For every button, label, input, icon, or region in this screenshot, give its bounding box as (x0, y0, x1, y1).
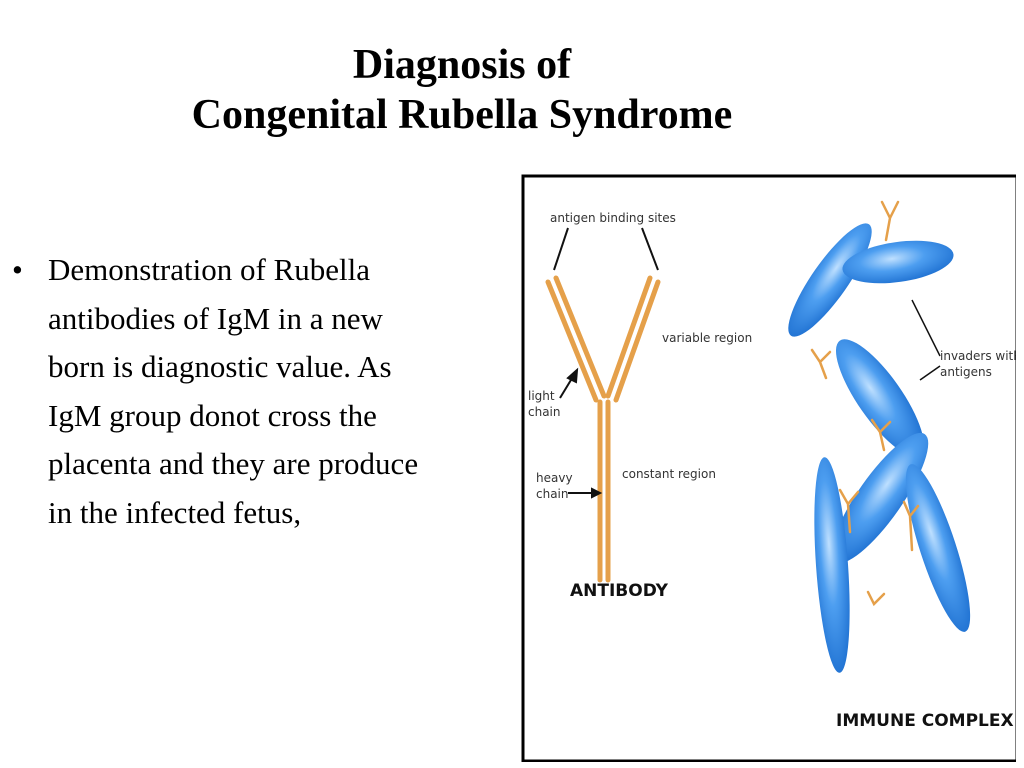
immune-complex-shape (788, 223, 971, 673)
immune-complex-caption: IMMUNE COMPLEX (836, 711, 1014, 731)
antibody-caption: ANTIBODY (570, 581, 669, 601)
heavy-chain-label-2: chain (536, 487, 569, 501)
constant-region-label: constant region (622, 467, 716, 481)
light-chain-label: light (528, 389, 555, 403)
antibody-shape (545, 275, 661, 583)
title-line-1: Diagnosis of (352, 42, 572, 88)
heavy-chain-label: heavy (536, 471, 573, 485)
antibody-figure: antigen binding sites variable region li… (520, 170, 1016, 762)
light-chain-label-2: chain (528, 405, 561, 419)
antibody-diagram: antigen binding sites variable region li… (521, 174, 1016, 762)
invaders-label-2: antigens (940, 365, 992, 379)
variable-region-label: variable region (662, 331, 752, 345)
list-item: • Demonstration of Rubella antibodies of… (12, 246, 432, 537)
invaders-label: invaders with (940, 349, 1016, 363)
title-line-2: Congenital Rubella Syndrome (191, 92, 733, 138)
bullet-text: Demonstration of Rubella antibodies of I… (48, 252, 419, 530)
bullet-icon: • (12, 252, 23, 287)
figure-frame (521, 174, 1016, 762)
slide-title: Diagnosis of Congenital Rubella Syndrome (0, 40, 924, 140)
bullet-list: • Demonstration of Rubella antibodies of… (12, 246, 432, 537)
binding-sites-label: antigen binding sites (550, 211, 676, 225)
